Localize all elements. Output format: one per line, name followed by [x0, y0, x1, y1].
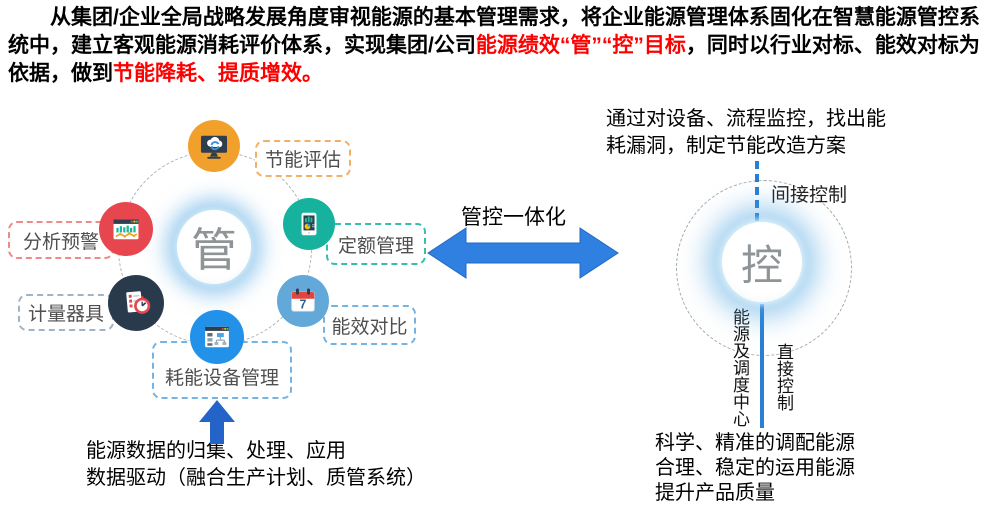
label-text: 定额管理	[337, 235, 414, 257]
label-energy-saving-evaluation: 节能评估	[255, 140, 351, 177]
label-energy-efficiency-comparison: 能效对比	[323, 305, 416, 345]
control-bottom-note: 科学、精准的调配能源 合理、稳定的运用能源 提升产品质量	[655, 431, 855, 506]
intro-text-1: 从集团/企业全局战略发展角度审视能源的基本管理需求，将企业能源管理体系固化在智慧…	[8, 6, 980, 57]
manage-hub-label: 管	[191, 224, 237, 276]
label-quota-management: 定额管理	[326, 223, 426, 265]
double-arrow-icon	[427, 227, 619, 279]
label-text: 计量器具	[27, 304, 104, 325]
chart-window-icon	[113, 219, 139, 240]
control-orbit-ring	[676, 180, 852, 356]
monitor-cloud-sync-icon	[200, 135, 228, 159]
label-text: 分析预警	[22, 231, 99, 253]
node-quota-management	[283, 198, 335, 250]
note-line: 耗漏洞，制定节能改造方案	[606, 135, 846, 157]
control-hub-label: 控	[740, 241, 783, 289]
node-metering-instruments	[108, 275, 164, 331]
up-arrow-icon	[199, 400, 235, 444]
label-text: 耗能设备管理	[164, 368, 279, 389]
note-line: 科学、精准的调配能源	[655, 432, 855, 454]
intro-highlight-1: 能源绩效“管”“控”目标	[475, 34, 686, 57]
note-line: 合理、稳定的运用能源	[655, 457, 855, 479]
manage-hub-circle: 管	[177, 210, 251, 284]
manage-bottom-note: 能源数据的归集、处理、应用 数据驱动（融合生产计划、质管系统）	[86, 438, 426, 492]
note-line: 数据驱动（融合生产计划、质管系统）	[86, 467, 426, 489]
node-analysis-alert	[99, 202, 153, 256]
integration-label: 管控一体化	[461, 206, 566, 229]
label-analysis-alert: 分析预警	[8, 221, 114, 259]
note-line: 提升产品质量	[655, 482, 775, 504]
node-energy-saving-evaluation	[188, 120, 240, 172]
direct-control-label: 直接控制	[774, 343, 793, 411]
node-energy-efficiency-comparison: 7	[277, 275, 329, 327]
calendar-icon: 7	[291, 288, 315, 312]
label-energy-device-management: 耗能设备管理	[152, 341, 292, 399]
note-line: 通过对设备、流程监控，找出能	[606, 108, 886, 130]
label-metering-instruments: 计量器具	[18, 294, 114, 331]
intro-paragraph: 从集团/企业全局战略发展角度审视能源的基本管理需求，将企业能源管理体系固化在智慧…	[8, 4, 994, 88]
intro-text-2: ，同时以行业对标、能效对标为依据，做到	[8, 34, 980, 85]
control-hub-circle: 控	[722, 222, 802, 302]
node-energy-device-management	[190, 310, 244, 364]
control-top-note: 通过对设备、流程监控，找出能 耗漏洞，制定节能改造方案	[606, 106, 886, 160]
org-window-icon	[205, 326, 229, 348]
intro-highlight-2: 节能降耗、提质增效。	[113, 62, 323, 85]
calendar-day-number: 7	[300, 298, 307, 312]
direct-control-line	[760, 304, 764, 428]
label-text: 能效对比	[331, 316, 408, 338]
label-text: 节能评估	[264, 150, 341, 171]
tablet-chart-icon	[301, 212, 317, 236]
indirect-control-label: 间接控制	[771, 185, 848, 206]
energy-dispatch-center-label: 能源及调度中心	[730, 308, 749, 427]
indirect-control-dashed-line	[755, 161, 759, 221]
checklist-stopwatch-icon	[126, 291, 151, 314]
note-line: 能源数据的归集、处理、应用	[86, 440, 346, 462]
